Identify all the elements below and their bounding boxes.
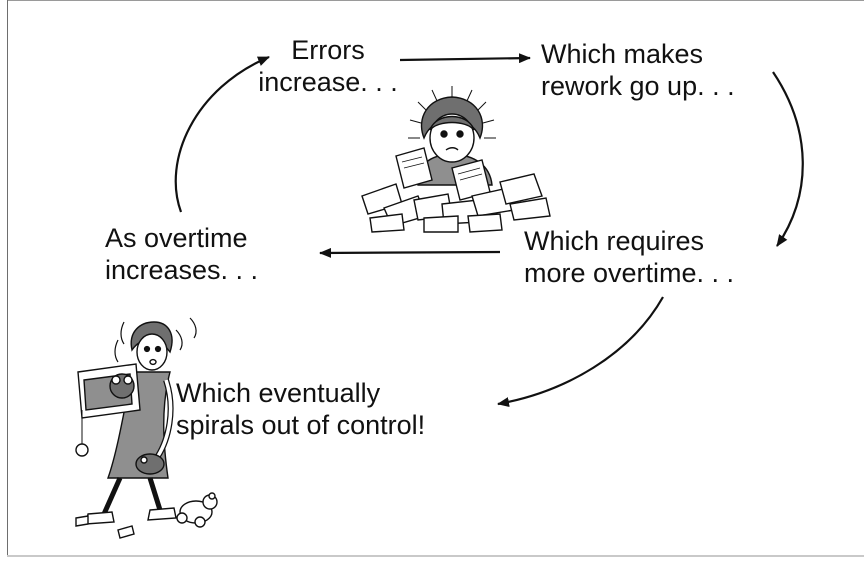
arrow-increases-to-errors xyxy=(174,55,270,213)
outcome-line2: spirals out of control! xyxy=(176,410,426,440)
step4-line2: increases. . . xyxy=(105,255,259,285)
step2-line2: rework go up. . . xyxy=(541,71,735,101)
step-rework-goes-up: Which makes rework go up. . . xyxy=(541,38,735,102)
dropped-teddy-bear xyxy=(176,492,218,528)
arrow-rework-to-overtime xyxy=(772,71,804,247)
step1-line2: increase. . . xyxy=(258,67,398,97)
step1-line1: Errors xyxy=(291,35,365,65)
frame-bottom-border xyxy=(7,555,864,557)
arrow-errors-to-rework xyxy=(399,53,531,64)
worker-with-papers-illustration xyxy=(361,86,551,233)
frame-top-border xyxy=(7,0,864,1)
step-errors-increase: Errors increase. . . xyxy=(255,34,401,98)
step2-line1: Which makes xyxy=(541,39,704,69)
outcome-spirals-out-of-control: Which eventually spirals out of control! xyxy=(176,377,425,441)
sweat-marks xyxy=(114,317,197,363)
step4-line1: As overtime xyxy=(105,223,248,253)
frame-left-border xyxy=(7,0,8,556)
frazzled-worker-illustration xyxy=(75,317,218,539)
stress-lines xyxy=(408,86,496,139)
step-overtime-increases: As overtime increases. . . xyxy=(105,222,258,286)
step3-line1: Which requires xyxy=(524,226,705,256)
step3-line2: more overtime. . . xyxy=(524,258,735,288)
arrow-overtime-to-spiral xyxy=(497,296,664,407)
outcome-line1: Which eventually xyxy=(176,378,381,408)
arrow-overtime-to-increases xyxy=(319,247,501,258)
step-requires-overtime: Which requires more overtime. . . xyxy=(524,225,734,289)
